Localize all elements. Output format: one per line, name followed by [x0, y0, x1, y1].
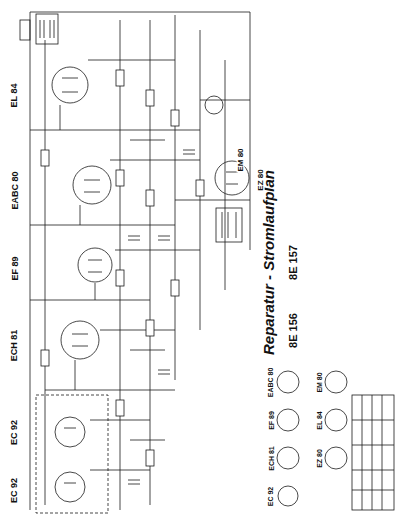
- tube-label: EL 84: [316, 410, 323, 431]
- capacitors: [128, 150, 195, 484]
- tube-label: EM 80: [237, 147, 245, 172]
- data-table: [352, 395, 394, 510]
- tube-label: EL 84: [10, 82, 19, 108]
- transformers: [20, 14, 242, 242]
- title: Reparatur - Stromlaufplan: [262, 168, 277, 355]
- tube-label: EC 92: [10, 418, 19, 445]
- tube-label: 8E 156: [288, 312, 299, 349]
- tube-label: EF 89: [10, 255, 19, 281]
- tubes: [52, 67, 249, 502]
- resistors: [41, 70, 204, 466]
- wiring: [30, 12, 250, 510]
- tube-label: EM 80: [315, 371, 322, 393]
- tube-label: 8E 157: [288, 244, 299, 281]
- tuner-box: [36, 395, 108, 513]
- tube-label: ECH 81: [11, 328, 20, 362]
- tube-label: EABC 80: [11, 170, 20, 210]
- tube-base-diagrams: [277, 371, 347, 506]
- tube-label: EABC 80: [267, 366, 274, 398]
- tube-label: EZ 80: [257, 168, 265, 191]
- tube-label: EZ 80: [316, 448, 323, 469]
- tube-label: EF 89: [268, 410, 275, 431]
- tube-label: EC 92: [268, 485, 275, 506]
- tube-label: ECH 81: [267, 445, 274, 472]
- tube-label: EC 92: [10, 476, 19, 503]
